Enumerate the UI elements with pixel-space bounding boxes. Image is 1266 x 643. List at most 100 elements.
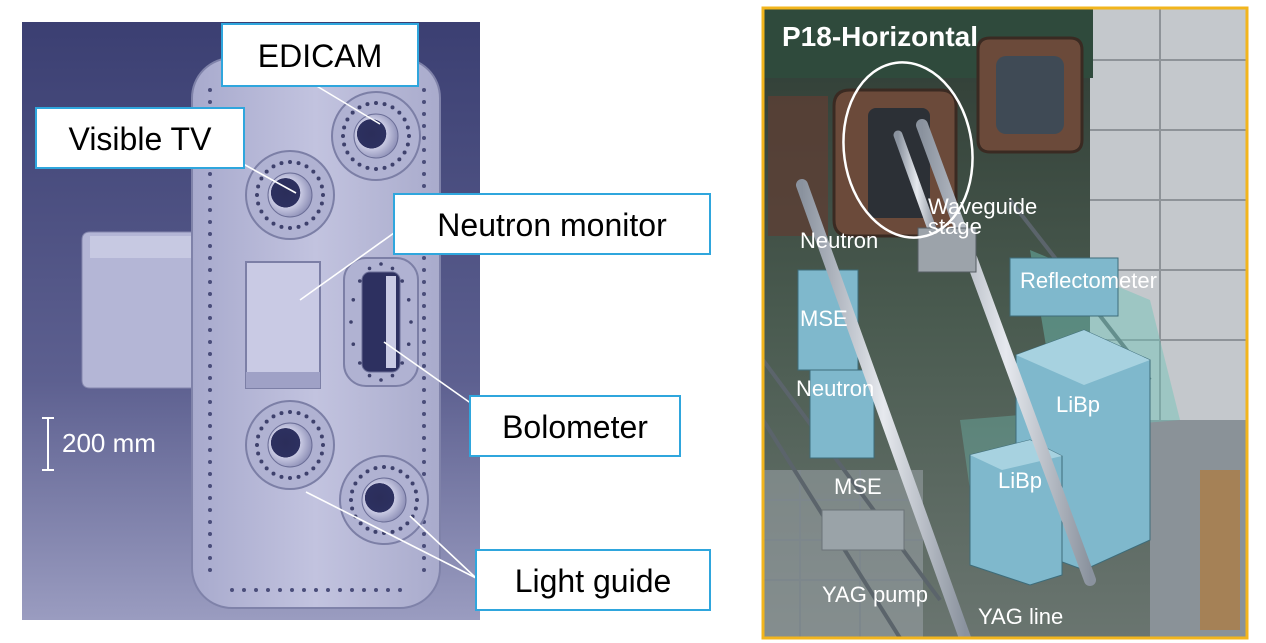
bolt-hole <box>311 169 316 174</box>
label-mse-top: MSE <box>800 306 848 331</box>
visible-tv-port <box>245 150 335 240</box>
bolt-hole <box>367 373 372 378</box>
label-libp-left: LiBp <box>998 468 1042 493</box>
bolt-hole <box>254 588 258 592</box>
callout-edicam: EDICAM <box>221 23 419 87</box>
bolt-hole <box>208 268 212 272</box>
bolt-hole <box>256 184 261 189</box>
bolt-hole <box>422 88 426 92</box>
bolt-hole <box>256 434 261 439</box>
bolt-hole <box>365 102 370 107</box>
bolt-hole <box>422 160 426 164</box>
bolt-hole <box>422 148 426 152</box>
bolt-hole <box>422 424 426 428</box>
bolt-hole <box>422 376 426 380</box>
bolt-hole <box>304 164 309 169</box>
bolt-hole <box>398 526 403 531</box>
bolt-hole <box>208 484 212 488</box>
bolt-hole <box>264 169 269 174</box>
bolt-hole <box>208 88 212 92</box>
bolt-hole <box>422 112 426 116</box>
bolt-hole <box>374 167 378 171</box>
bolt-hole <box>208 244 212 248</box>
bolt-hole <box>208 364 212 368</box>
bolt-hole <box>422 124 426 128</box>
bolt-hole <box>208 472 212 476</box>
bolt-hole <box>208 196 212 200</box>
render-frame <box>761 6 1249 640</box>
label-stage: stage <box>928 214 982 239</box>
bolt-hole <box>208 544 212 548</box>
bolt-hole <box>382 165 387 170</box>
bolt-hole <box>422 304 426 308</box>
bolt-hole <box>398 469 403 474</box>
lower-left-grid <box>763 470 923 638</box>
bolt-hole <box>358 474 363 479</box>
bolt-hole <box>397 110 402 115</box>
bolt-hole <box>357 279 362 283</box>
bolt-hole <box>422 100 426 104</box>
bolt-hole <box>373 466 378 471</box>
bolt-hole <box>208 532 212 536</box>
side-stub-highlight <box>90 236 200 258</box>
bolt-hole <box>208 184 212 188</box>
bolt-hole <box>351 342 356 346</box>
leader-lines <box>235 81 477 579</box>
bolt-hole <box>296 161 301 166</box>
bolt-hole <box>271 414 276 419</box>
bolt-hole <box>349 498 353 502</box>
callout-light-guide: Light guide <box>475 549 711 611</box>
bolt-hole <box>422 472 426 476</box>
highlight-ellipse <box>842 61 974 239</box>
mse-bottom-box <box>821 509 905 551</box>
rod-short <box>893 130 941 245</box>
bolt-hole <box>422 172 426 176</box>
bolt-hole <box>379 262 383 266</box>
bolt-hole <box>208 340 212 344</box>
bolt-hole <box>350 157 355 162</box>
bolt-hole <box>279 474 284 479</box>
bolt-hole <box>208 304 212 308</box>
bolt-hole <box>271 471 276 476</box>
bolt-hole <box>296 474 301 479</box>
cad-port-plug-panel: 200 mm EDICAM Visible TV Neutron monitor… <box>22 22 711 620</box>
bolt-hole <box>422 460 426 464</box>
rod-left <box>796 179 971 638</box>
port-ring-bolts <box>255 101 419 535</box>
bolt-hole <box>264 216 269 221</box>
bolt-hole <box>321 193 325 197</box>
bolt-hole <box>288 476 292 480</box>
bolt-hole <box>413 506 418 511</box>
bolt-hole <box>208 412 212 416</box>
bolt-hole <box>400 361 405 365</box>
bolt-hole <box>406 342 411 346</box>
bolt-hole <box>208 388 212 392</box>
bolt-hole <box>311 466 316 471</box>
reflectometer-box <box>1009 257 1119 317</box>
bolt-hole <box>390 105 395 110</box>
bolt-hole <box>367 266 372 271</box>
bolt-hole <box>390 466 395 471</box>
bolt-hole <box>373 529 378 534</box>
bolt-hole <box>208 220 212 224</box>
bolt-hole <box>422 256 426 260</box>
bolt-hole <box>402 150 407 155</box>
bolt-hole <box>319 201 324 206</box>
bolt-hole <box>208 424 212 428</box>
bolt-hole <box>319 184 324 189</box>
rendered-port-view-panel: P18-Horizontal Waveguide stage Neutron R… <box>761 6 1249 640</box>
bolt-hole <box>302 588 306 592</box>
neutron-mid-box <box>809 369 875 459</box>
bolometer-slot <box>343 257 419 387</box>
bolt-hole <box>422 556 426 560</box>
bolt-hole <box>382 465 386 469</box>
bolt-hole <box>259 209 264 214</box>
bolt-hole <box>266 588 270 592</box>
bolt-hole <box>264 419 269 424</box>
bolt-hole <box>357 361 362 365</box>
bolt-hole <box>405 521 410 526</box>
scale-bar-label: 200 mm <box>62 428 156 458</box>
bolt-hole <box>316 459 321 464</box>
bolt-hole <box>259 459 264 464</box>
